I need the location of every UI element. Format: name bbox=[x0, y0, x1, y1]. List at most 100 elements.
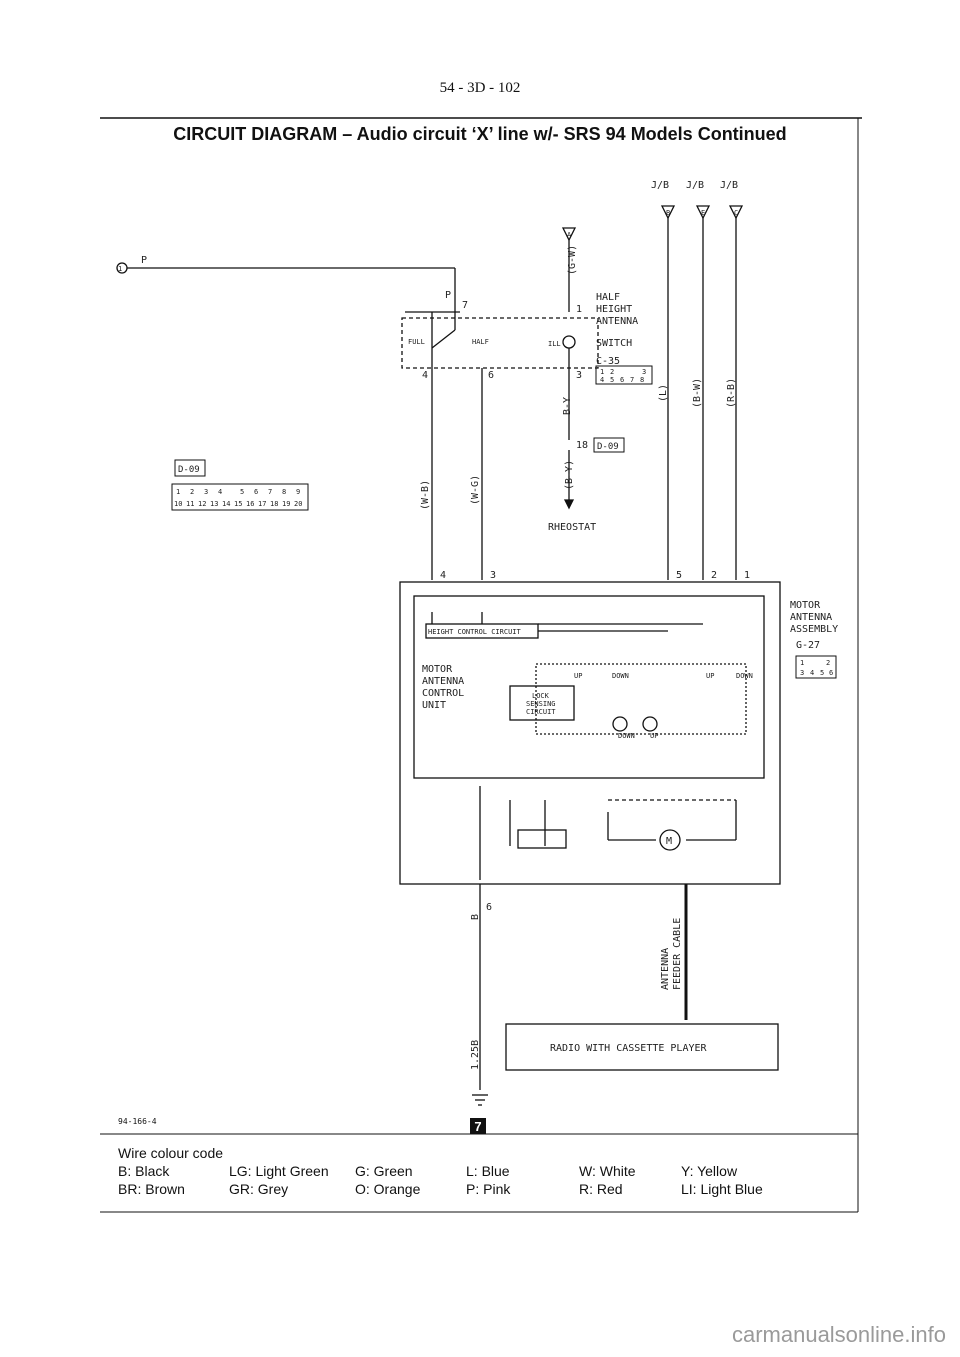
unit-pin-3: 3 bbox=[490, 570, 496, 581]
svg-text:6: 6 bbox=[254, 488, 258, 496]
control-unit-4: UNIT bbox=[422, 700, 446, 711]
svg-text:15: 15 bbox=[234, 500, 242, 508]
ground-label: 7 bbox=[474, 1119, 481, 1134]
lock-label-2: SENSING bbox=[526, 700, 556, 708]
lock-sensing-box bbox=[509, 685, 575, 721]
control-unit-2: ANTENNA bbox=[422, 676, 464, 687]
legend-item: B: Black bbox=[118, 1163, 170, 1179]
pulse-sensor bbox=[517, 829, 567, 849]
svg-text:6: 6 bbox=[829, 669, 833, 677]
svg-text:4: 4 bbox=[810, 669, 814, 677]
down-transistor bbox=[642, 716, 658, 732]
legend-grid: B: Black LG: Light Green G: Green L: Blu… bbox=[118, 1163, 818, 1203]
svg-text:11: 11 bbox=[186, 500, 194, 508]
legend-heading: Wire colour code bbox=[118, 1145, 224, 1161]
jb-label-3: J/B bbox=[720, 180, 738, 191]
svg-text:8: 8 bbox=[282, 488, 286, 496]
antenna-cable-1: ANTENNA bbox=[660, 948, 671, 990]
pin-6b: 6 bbox=[486, 902, 492, 913]
d09-connector: D-09 1 2 3 4 5 6 7 8 9 10 11 12 13 14 15… bbox=[171, 459, 309, 511]
legend-item: LI: Light Blue bbox=[681, 1181, 763, 1197]
connector-a-label: A bbox=[567, 231, 572, 239]
svg-text:2: 2 bbox=[190, 488, 194, 496]
control-unit-box bbox=[413, 595, 765, 779]
transistor-down: DOWN bbox=[618, 732, 635, 740]
wire-label-wb: (W-B) bbox=[420, 480, 431, 510]
motor-label: M bbox=[666, 836, 672, 847]
svg-text:7: 7 bbox=[630, 376, 634, 384]
svg-text:5: 5 bbox=[610, 376, 614, 384]
jb-label-1: J/B bbox=[651, 180, 669, 191]
assy-label-1: MOTOR bbox=[790, 600, 821, 611]
control-unit-1: MOTOR bbox=[422, 664, 453, 675]
wire-label-by2: (B-Y) bbox=[564, 460, 575, 490]
wire-label-b125: 1.25B bbox=[470, 1040, 481, 1070]
svg-text:14: 14 bbox=[222, 500, 230, 508]
lock-label-1: LOCK bbox=[532, 692, 550, 700]
d09-small-label: D-09 bbox=[597, 442, 619, 452]
svg-text:8: 8 bbox=[640, 376, 644, 384]
svg-text:5: 5 bbox=[240, 488, 244, 496]
figure-ref: 94-166-4 bbox=[118, 1117, 157, 1126]
diagram-title: CIRCUIT DIAGRAM – Audio circuit ‘X’ line… bbox=[173, 124, 787, 144]
unit-pin-2: 2 bbox=[711, 570, 717, 581]
wire-label-rb: (R-B) bbox=[726, 378, 737, 408]
svg-text:3: 3 bbox=[800, 669, 804, 677]
switch-name-1: HALF bbox=[596, 292, 620, 303]
wire-label-b: B bbox=[470, 914, 481, 920]
wire-label-gw: (G-W) bbox=[567, 245, 578, 275]
wire-label-bw: (B-W) bbox=[692, 378, 703, 408]
relay-up-1: UP bbox=[574, 672, 582, 680]
legend-item: GR: Grey bbox=[229, 1181, 289, 1197]
switch-connector: 1 2 3 4 5 6 7 8 bbox=[595, 365, 653, 385]
svg-text:3: 3 bbox=[642, 368, 646, 376]
legend-item: LG: Light Green bbox=[229, 1163, 329, 1179]
assy-label-2: ANTENNA bbox=[790, 612, 832, 623]
legend-item: O: Orange bbox=[355, 1181, 421, 1197]
jb-c-triangle bbox=[728, 205, 744, 220]
legend-item: L: Blue bbox=[466, 1163, 510, 1179]
wire-label-p: P bbox=[141, 255, 147, 266]
rheostat-label: RHEOSTAT bbox=[548, 522, 596, 533]
svg-text:3: 3 bbox=[204, 488, 208, 496]
legend-item: Y: Yellow bbox=[681, 1163, 738, 1179]
svg-text:17: 17 bbox=[258, 500, 266, 508]
up-transistor bbox=[612, 716, 628, 732]
svg-text:18: 18 bbox=[270, 500, 278, 508]
unit-pin-1: 1 bbox=[744, 570, 750, 581]
svg-text:2: 2 bbox=[610, 368, 614, 376]
svg-text:20: 20 bbox=[294, 500, 302, 508]
radio-box bbox=[505, 1023, 779, 1071]
jb-e-triangle bbox=[695, 205, 711, 220]
radio-label: RADIO WITH CASSETTE PLAYER bbox=[550, 1043, 708, 1054]
svg-text:4: 4 bbox=[600, 376, 604, 384]
wire-label-l: (L) bbox=[658, 384, 669, 402]
ground-box bbox=[470, 1118, 486, 1134]
connector-a-triangle bbox=[561, 227, 577, 242]
antenna-cable-2: FEEDER CABLE bbox=[672, 918, 683, 990]
assy-code: G-27 bbox=[796, 640, 820, 651]
feed-circle-label: 1 bbox=[118, 265, 122, 273]
relay-down-2: DOWN bbox=[736, 672, 753, 680]
switch-name-2: HEIGHT bbox=[596, 304, 632, 315]
legend-item: BR: Brown bbox=[118, 1181, 185, 1197]
assy-label-3: ASSEMBLY bbox=[790, 624, 838, 635]
svg-text:4: 4 bbox=[218, 488, 222, 496]
svg-text:1: 1 bbox=[600, 368, 604, 376]
pin-3: 3 bbox=[576, 370, 582, 381]
pin-4: 4 bbox=[422, 370, 428, 381]
wire-label-wg: (W-G) bbox=[470, 475, 481, 505]
assy-connector: 1 2 3 4 5 6 bbox=[795, 655, 837, 679]
svg-text:10: 10 bbox=[174, 500, 182, 508]
pin-6: 6 bbox=[488, 370, 494, 381]
svg-text:D-09: D-09 bbox=[178, 465, 200, 475]
motor-antenna-assembly-box bbox=[399, 581, 781, 885]
jb-tag-b: B bbox=[666, 209, 670, 217]
wire-label-p2: P bbox=[445, 290, 451, 301]
page-number: 54 - 3D - 102 bbox=[439, 80, 521, 96]
jb-tag-e: E bbox=[701, 209, 705, 217]
svg-text:9: 9 bbox=[296, 488, 300, 496]
svg-text:5: 5 bbox=[820, 669, 824, 677]
control-unit-3: CONTROL bbox=[422, 688, 464, 699]
svg-text:1: 1 bbox=[800, 659, 804, 667]
